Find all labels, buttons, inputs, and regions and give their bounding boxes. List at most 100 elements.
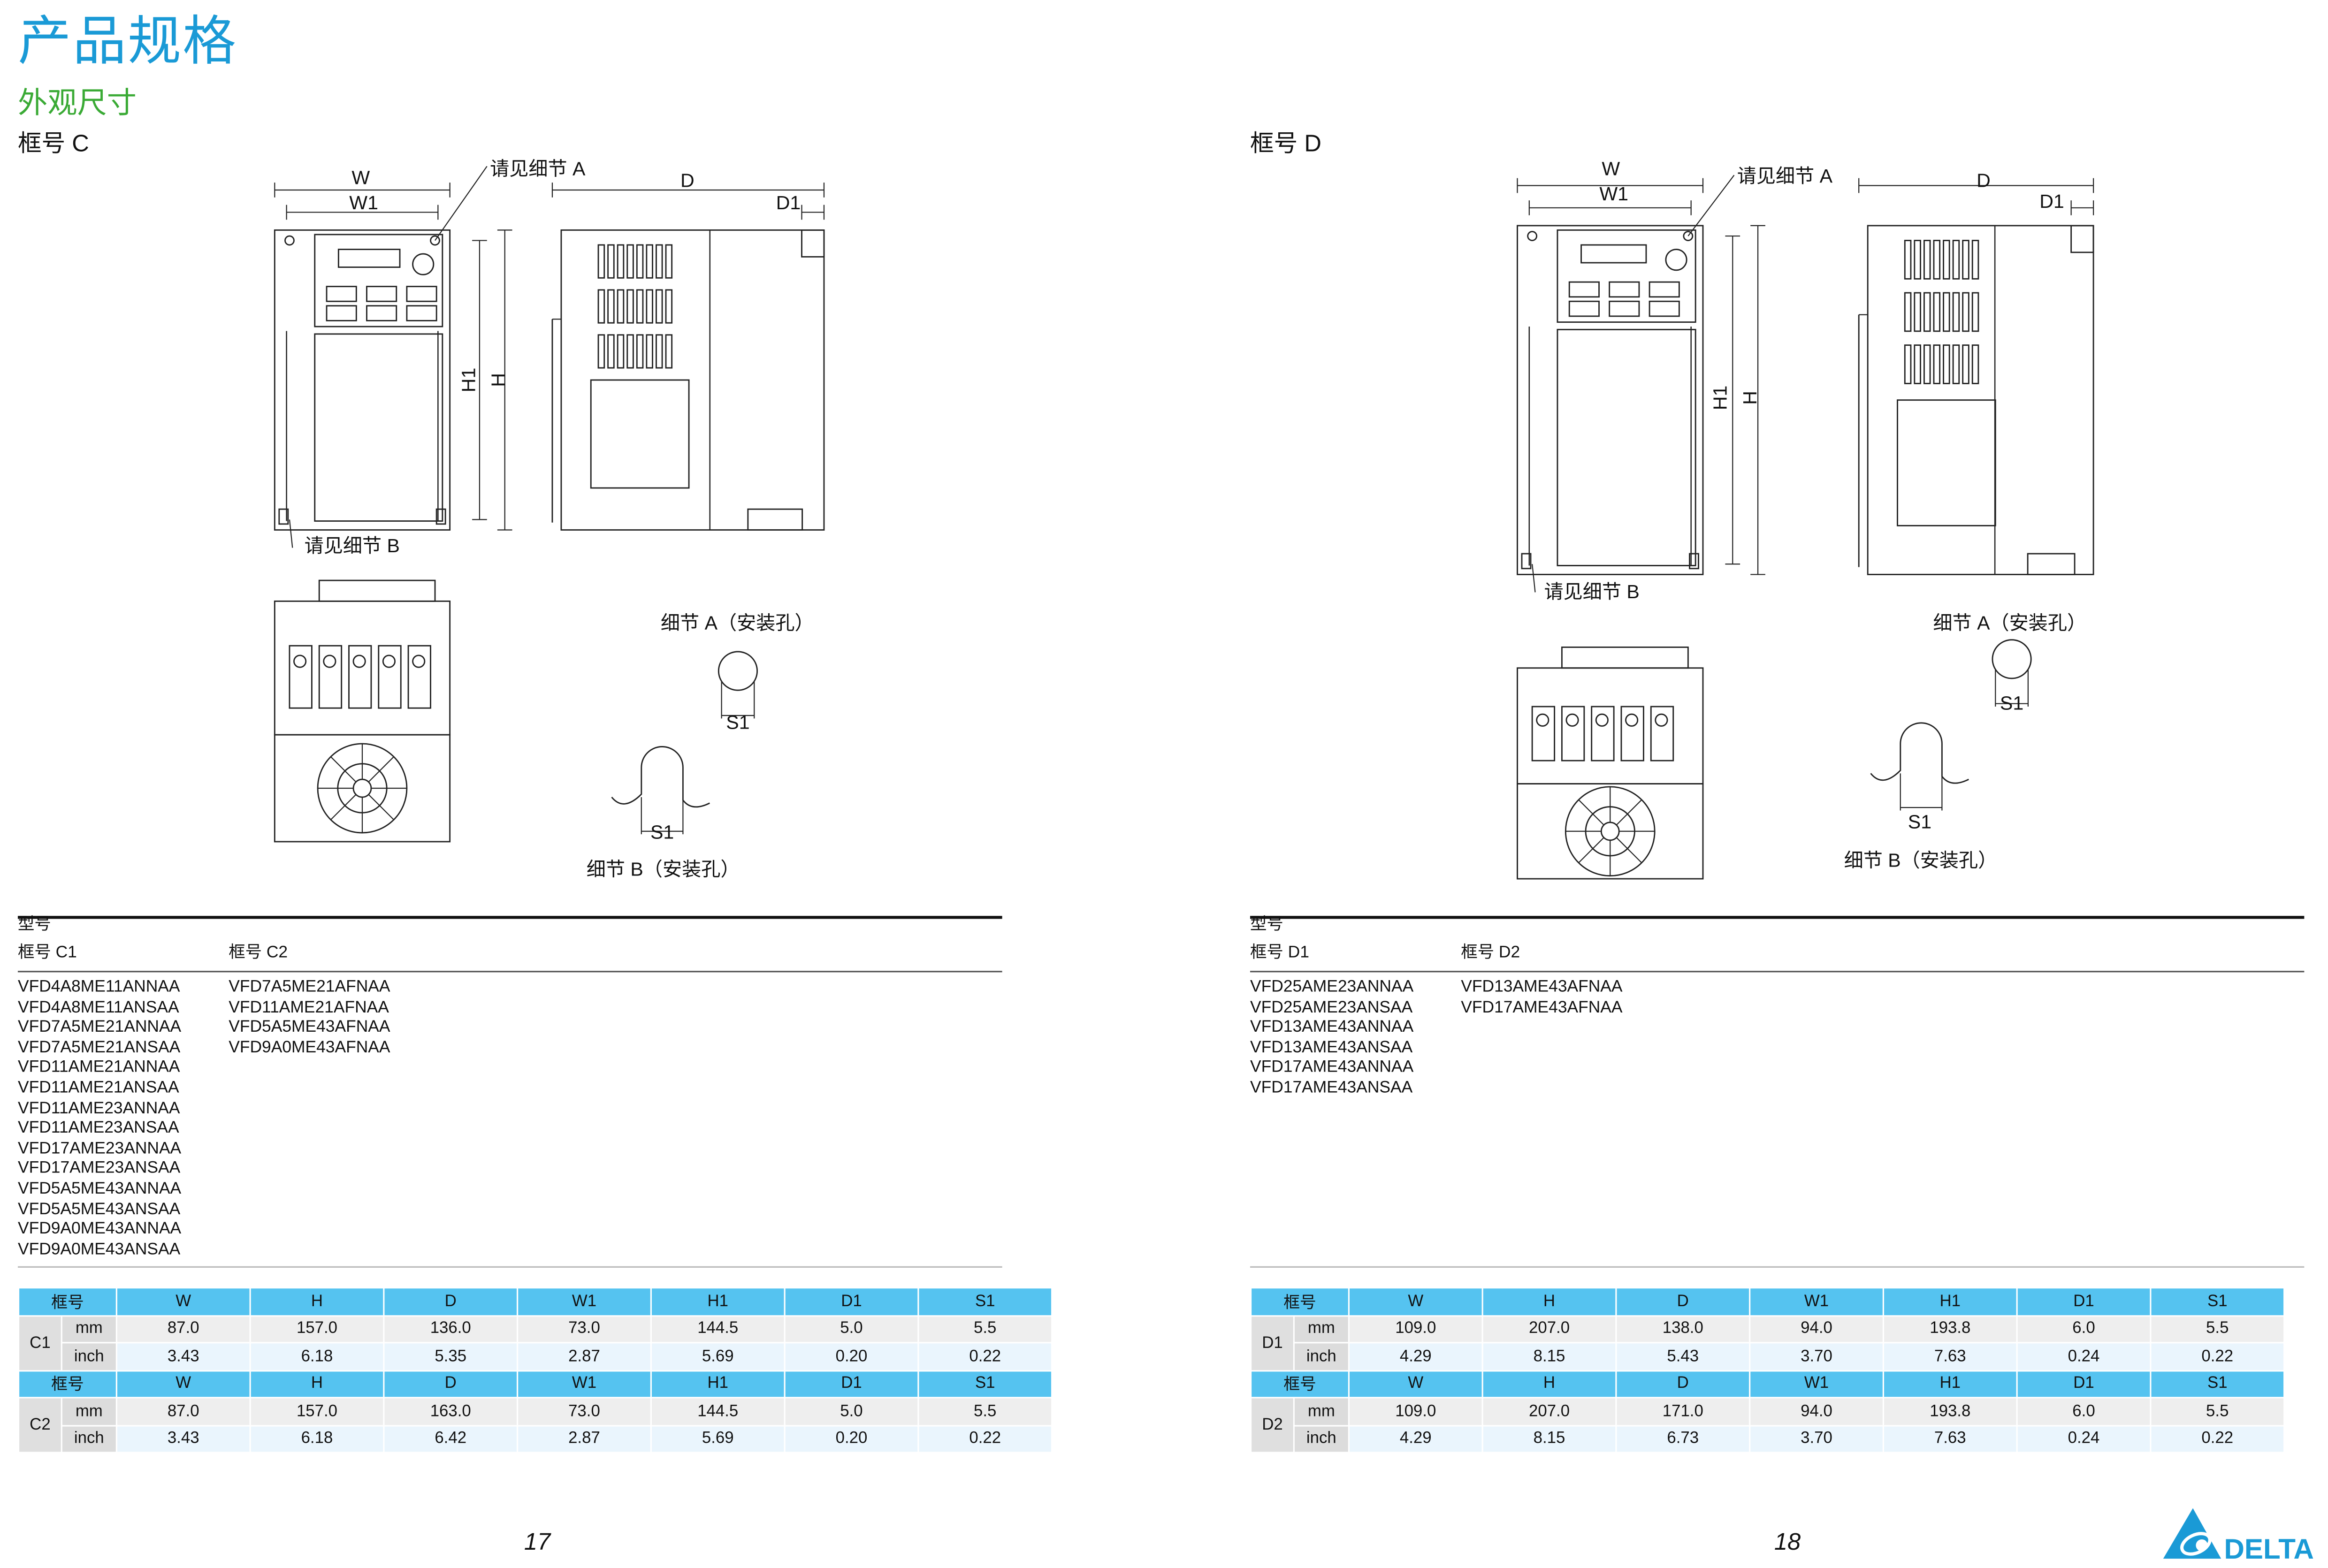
column-header: W: [1349, 1288, 1482, 1315]
vent-slot: [665, 289, 673, 324]
unit-cell: inch: [62, 1343, 116, 1370]
dim-w1-label: W1: [1599, 183, 1628, 205]
model-item: VFD11AME21ANSAA: [17, 1079, 179, 1097]
vent-slot: [617, 334, 625, 369]
value-cell: 5.5: [919, 1316, 1052, 1342]
unit-cell: mm: [62, 1398, 116, 1424]
vent-slot: [1971, 344, 1979, 384]
models-top-rule: [17, 916, 1002, 919]
vent-slot: [626, 244, 634, 279]
vent-slot: [636, 244, 644, 279]
vent-slot: [1933, 292, 1941, 332]
value-cell: 6.42: [384, 1425, 517, 1452]
side-label-area: [1897, 399, 1996, 526]
value-cell: 73.0: [518, 1398, 650, 1424]
value-cell: 8.15: [1483, 1343, 1616, 1370]
dim-h1-label: H1: [1710, 386, 1731, 411]
models-header-rule: [17, 971, 1002, 973]
mount-hole: [1527, 231, 1538, 241]
terminal-screw: [1595, 713, 1609, 727]
model-item: VFD5A5ME43ANNAA: [17, 1180, 182, 1198]
column-header: 框号: [19, 1288, 116, 1315]
side-step: [801, 229, 825, 258]
terminal: [1591, 706, 1615, 761]
dim-d1-label: D1: [2039, 190, 2064, 212]
keypad-button: [1609, 300, 1640, 317]
value-cell: 109.0: [1349, 1316, 1482, 1342]
value-cell: 207.0: [1483, 1316, 1616, 1342]
keypad-button: [1649, 281, 1680, 298]
detail-b-label: 细节 B（安装孔）: [587, 859, 740, 880]
column-header: H: [251, 1288, 383, 1315]
front-cover: [1557, 328, 1696, 566]
model-item: VFD9A0ME43ANSAA: [17, 1241, 181, 1259]
unit-cell: mm: [1294, 1316, 1348, 1342]
terminal-screw: [323, 655, 336, 668]
value-cell: 207.0: [1483, 1398, 1616, 1424]
vent-slot: [1914, 292, 1921, 332]
keypad-button: [1609, 281, 1640, 298]
fan-spoke: [330, 756, 357, 783]
vent-slot: [1952, 344, 1960, 384]
bottom-vent: [747, 508, 803, 531]
value-cell: 6.0: [2017, 1316, 2150, 1342]
front-cover: [314, 333, 443, 522]
value-cell: 0.22: [2151, 1343, 2284, 1370]
unit-cell: mm: [62, 1316, 116, 1342]
detail-b-label: 细节 B（安装孔）: [1844, 850, 1998, 871]
frame-c-label: 框号 C: [17, 132, 89, 158]
knob-icon: [1665, 249, 1687, 271]
fan-spoke: [1616, 799, 1642, 826]
side-label-area: [590, 379, 690, 489]
vent-slot: [646, 289, 653, 324]
keypad-button: [326, 305, 357, 321]
vent-slot: [597, 244, 605, 279]
page-number: 18: [1774, 1530, 1801, 1556]
fan-housing: [1517, 783, 1704, 880]
side-step: [2070, 225, 2094, 253]
terminal: [1650, 706, 1674, 761]
column-header: H1: [651, 1370, 784, 1397]
model-item: VFD7A5ME21AFNAA: [229, 978, 390, 996]
column-header: H: [1483, 1288, 1616, 1315]
vent-slot: [1933, 240, 1941, 280]
value-cell: 5.69: [651, 1343, 784, 1370]
value-cell: 3.43: [117, 1425, 250, 1452]
value-cell: 2.87: [518, 1425, 650, 1452]
detail-b-slot: [1870, 722, 1969, 784]
frame-column-label: 框号 C2: [229, 944, 288, 962]
column-header: H: [251, 1370, 383, 1397]
frame-cell: C1: [19, 1316, 61, 1370]
vent-slot: [646, 244, 653, 279]
see-detail-b-label: 请见细节 B: [305, 535, 400, 556]
terminal-screw: [1565, 713, 1579, 727]
vent-slot: [617, 289, 625, 324]
value-cell: 163.0: [384, 1398, 517, 1424]
value-cell: 0.22: [2151, 1425, 2284, 1452]
column-header: 框号: [19, 1370, 116, 1397]
vent-slot: [607, 244, 615, 279]
value-cell: 138.0: [1617, 1316, 1749, 1342]
dim-h-label: H: [1739, 391, 1761, 405]
model-item: VFD13AME43AFNAA: [1461, 978, 1623, 996]
value-cell: 2.87: [518, 1343, 650, 1370]
value-cell: 6.73: [1617, 1425, 1749, 1452]
column-header: D: [1617, 1288, 1749, 1315]
keypad-button: [326, 286, 357, 302]
column-header: S1: [2151, 1370, 2284, 1397]
frame-column-label: 框号 D2: [1461, 944, 1520, 962]
bottom-vent: [2027, 553, 2076, 575]
vent-slot: [656, 334, 663, 369]
vent-slot: [646, 334, 653, 369]
mount-hole: [1683, 231, 1694, 241]
column-header: D: [384, 1370, 517, 1397]
leader-line: [1687, 175, 1735, 236]
value-cell: 5.69: [651, 1425, 784, 1452]
detail-b-s1-label: S1: [1908, 811, 1931, 832]
value-cell: 171.0: [1617, 1398, 1749, 1424]
